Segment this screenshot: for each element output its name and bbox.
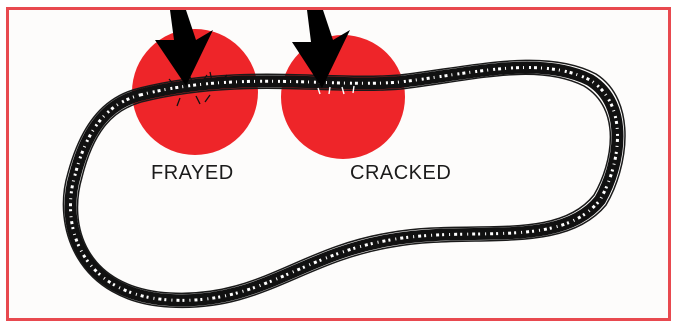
cracked-label: CRACKED — [350, 162, 451, 185]
frayed-label: FRAYED — [151, 162, 234, 185]
